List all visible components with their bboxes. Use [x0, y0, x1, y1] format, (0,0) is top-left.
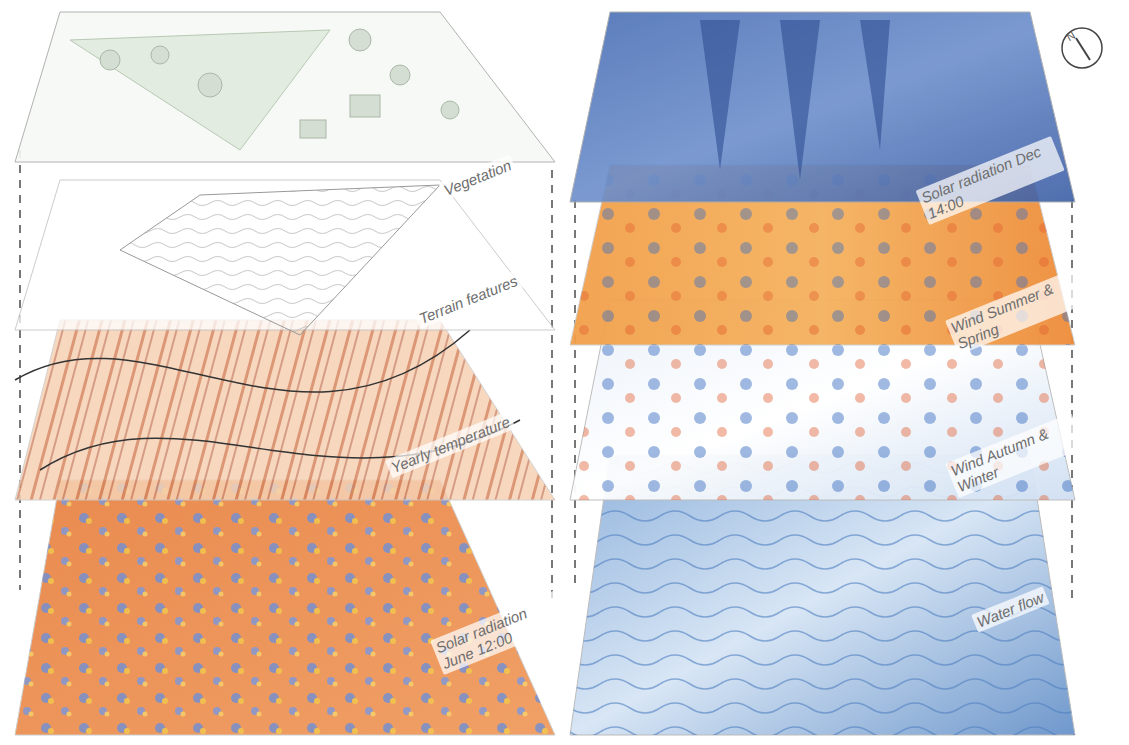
compass: [1062, 28, 1102, 68]
